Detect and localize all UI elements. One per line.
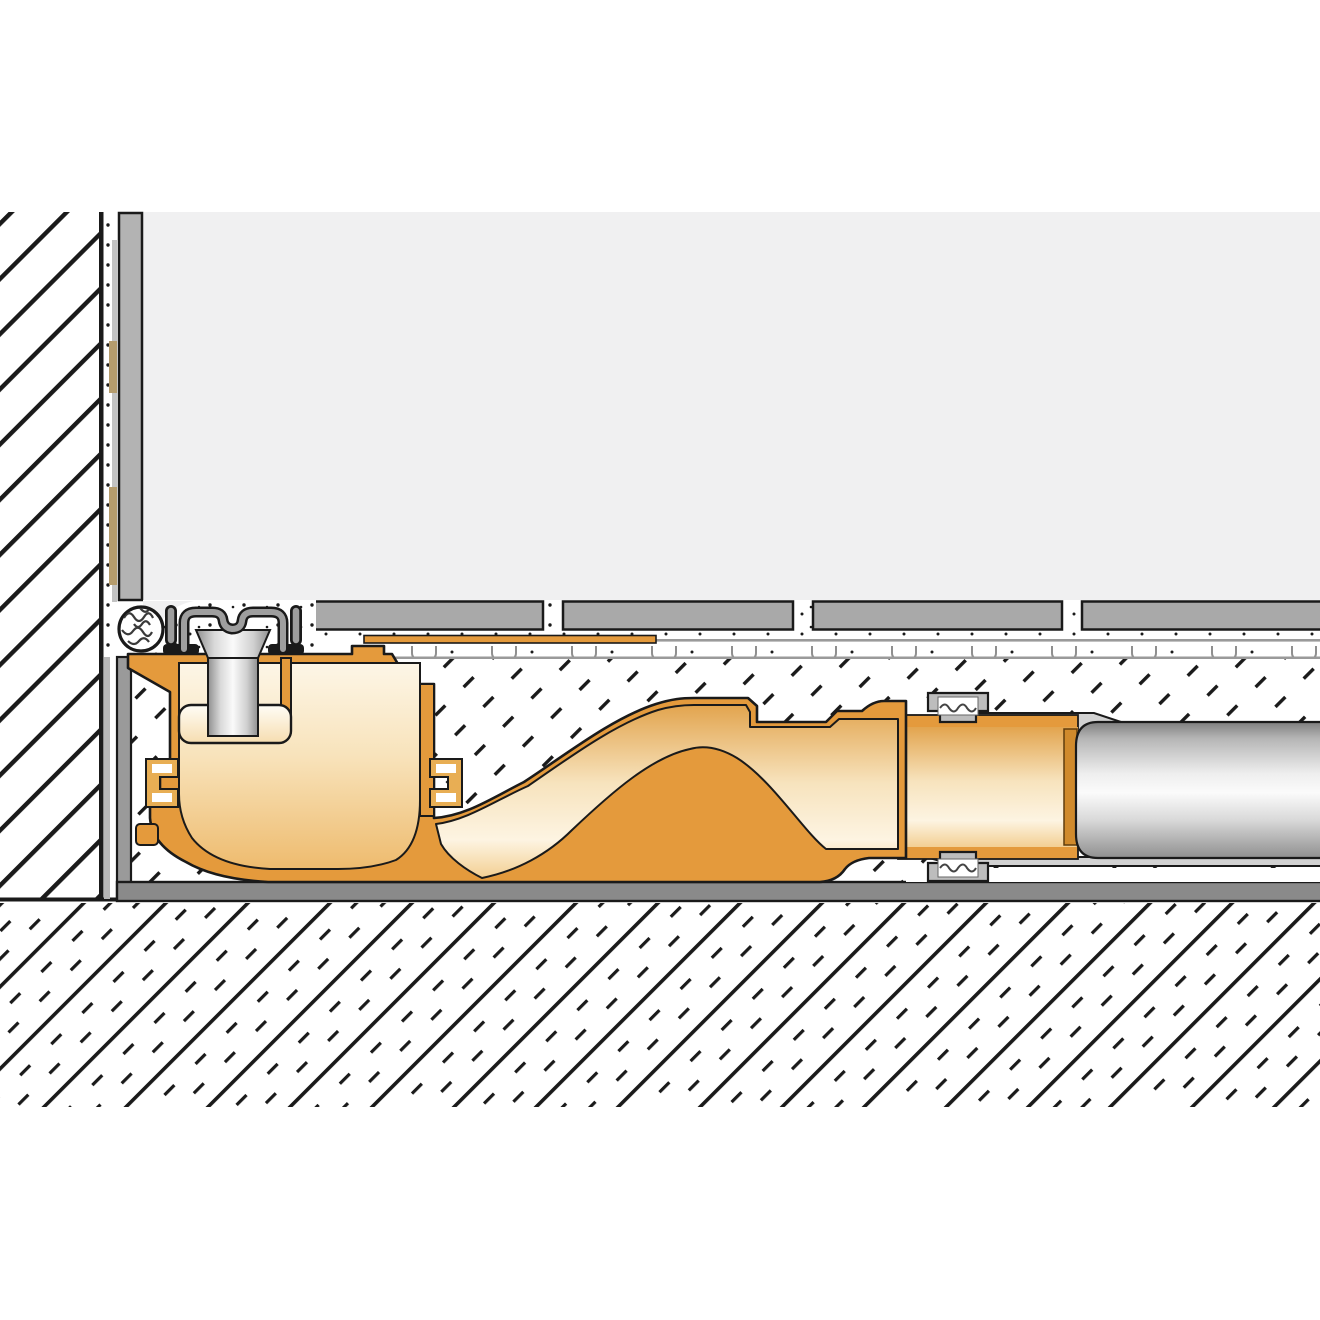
base-plate bbox=[115, 880, 1320, 903]
wall-face-line bbox=[99, 212, 104, 901]
body-foot-lip bbox=[135, 823, 159, 846]
wall-adhesive-dab bbox=[109, 341, 117, 393]
drain-pipe-assembly bbox=[894, 712, 1320, 882]
outlet-socket-interior bbox=[894, 727, 1078, 847]
floor-tile bbox=[304, 600, 545, 631]
wall-tile bbox=[117, 211, 144, 602]
outlet-socket-top-wall bbox=[897, 714, 1079, 730]
coupling-seal-top bbox=[939, 703, 977, 713]
masonry-wall bbox=[0, 212, 117, 902]
room-space bbox=[143, 212, 1320, 602]
floor-tile bbox=[811, 600, 1064, 631]
drain-grate-profile bbox=[163, 605, 304, 655]
floor-tile bbox=[1080, 600, 1320, 631]
outlet-channel-interior bbox=[435, 704, 899, 879]
backer-rod-texture bbox=[121, 608, 155, 646]
funnel-flare bbox=[194, 629, 272, 659]
funnel-tube bbox=[207, 651, 259, 737]
coupling-seal-bottom bbox=[939, 863, 977, 873]
waste-pipe bbox=[1074, 720, 1320, 860]
wall-membrane-band bbox=[112, 240, 117, 602]
wall-covering-layers bbox=[103, 211, 144, 662]
wall-bottom-line bbox=[0, 897, 117, 902]
floor-covering-layers bbox=[300, 600, 1320, 660]
support-frame bbox=[115, 655, 133, 901]
bowl-right-wall bbox=[419, 683, 435, 817]
waterproofing-collar bbox=[363, 634, 657, 644]
wall-band-lower bbox=[104, 657, 110, 899]
outlet-socket-bottom-wall bbox=[897, 844, 1079, 860]
floor-tile bbox=[561, 600, 795, 631]
drain-channel-body bbox=[126, 634, 908, 884]
perimeter-backer-rod bbox=[117, 605, 165, 653]
uncoupling-membrane-layer bbox=[380, 641, 1320, 659]
grate-wave-profile bbox=[181, 609, 286, 652]
concrete-slab bbox=[0, 903, 1320, 1107]
wall-adhesive-dab bbox=[109, 487, 117, 585]
drain-trap bbox=[177, 629, 293, 745]
pipe-coupling bbox=[926, 691, 990, 883]
